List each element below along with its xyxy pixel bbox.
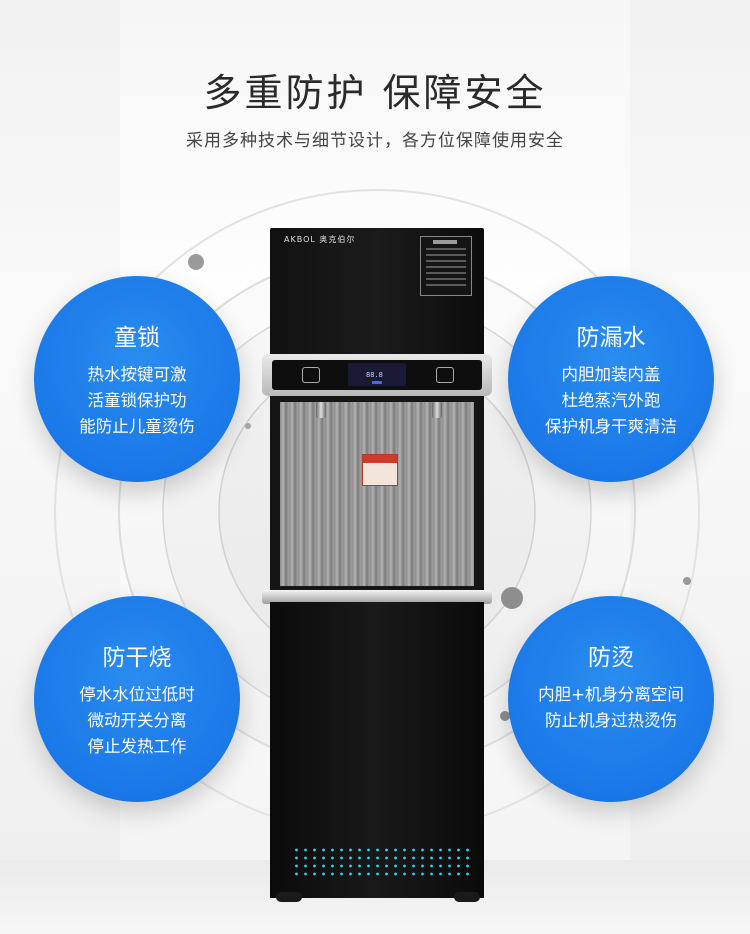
feature-title: 童锁	[114, 325, 160, 351]
feature-text: 停水水位过低时 微动开关分离 停止发热工作	[79, 685, 195, 756]
feature-title: 防烫	[588, 645, 634, 671]
water-dispenser: AKBOL 奥克伯尔 88.8	[262, 228, 492, 902]
feature-bubble-leak-proof: 防漏水 内胆加装内盖 杜绝蒸汽外跑 保护机身干爽清洁	[508, 276, 714, 482]
temperature-display: 88.8	[348, 363, 406, 386]
brand-logo: AKBOL 奥克伯尔	[284, 235, 356, 244]
display-digits: 88.8	[366, 371, 383, 379]
feature-bubble-anti-scald: 防烫 内胆+机身分离空间 防止机身过热烫伤	[508, 596, 714, 802]
page-title: 多重防护 保障安全	[203, 71, 547, 115]
orbit-dot-1	[188, 254, 204, 270]
drip-tray	[262, 590, 492, 604]
warning-label	[362, 454, 398, 486]
page-subtitle: 采用多种技术与细节设计，各方位保障使用安全	[186, 131, 564, 151]
right-tap	[432, 402, 442, 418]
feature-title: 防干烧	[102, 645, 172, 671]
control-panel: 88.8	[262, 354, 492, 396]
notice-plate	[420, 236, 472, 296]
feature-title: 防漏水	[576, 325, 646, 351]
feature-bubble-child-lock: 童锁 热水按键可激 活童锁保护功 能防止儿童烫伤	[34, 276, 240, 482]
dispenser-cabinet	[270, 602, 484, 898]
feature-text: 内胆加装内盖 杜绝蒸汽外跑 保护机身干爽清洁	[545, 365, 677, 436]
cold-water-button[interactable]	[302, 367, 320, 383]
orbit-dot-4	[683, 577, 691, 585]
feature-text: 内胆+机身分离空间 防止机身过热烫伤	[538, 685, 684, 730]
steel-backplate	[280, 402, 474, 586]
orbit-dot-3	[500, 711, 510, 721]
dispenser-upper-panel: AKBOL 奥克伯尔	[270, 228, 484, 356]
hot-water-button[interactable]	[436, 367, 454, 383]
feature-bubble-dry-burn-protection: 防干烧 停水水位过低时 微动开关分离 停止发热工作	[34, 596, 240, 802]
left-foot	[276, 892, 302, 902]
right-foot	[454, 892, 480, 902]
led-dot-strip	[292, 846, 472, 876]
orbit-dot-2	[501, 587, 523, 609]
left-tap	[316, 402, 326, 418]
feature-text: 热水按键可激 活童锁保护功 能防止儿童烫伤	[79, 365, 195, 436]
orbit-dot-5	[245, 423, 251, 429]
